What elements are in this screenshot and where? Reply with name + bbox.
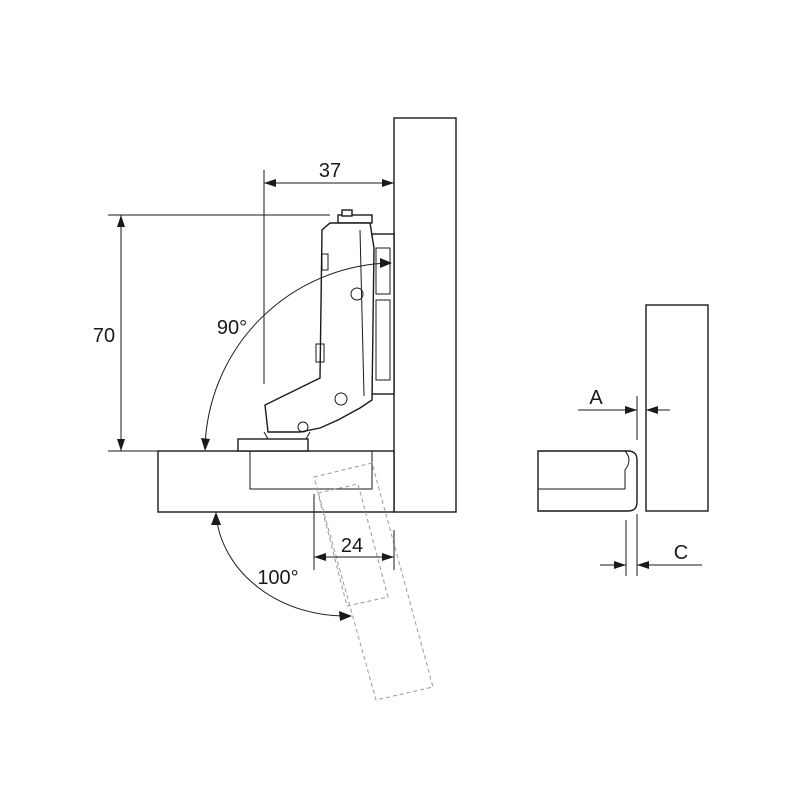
angle-open-label: 90° [217,317,247,339]
dimension-depth-label: 37 [319,160,341,182]
detail-door-panel [537,450,638,512]
dimension-c: C [600,514,702,576]
angle-open-indicator: 90° [201,258,392,451]
dimension-height-label: 70 [93,325,115,347]
dimension-height: 70 [93,214,330,452]
dimension-depth: 37 [263,160,394,384]
dimension-c-label: C [674,542,688,564]
opened-door-outline [313,462,434,701]
angle-max-indicator: 100° [211,512,352,621]
dimension-a: A [578,387,670,440]
hinge-cup-recess [249,450,373,490]
door-panel [157,450,395,513]
hinge-arm [237,209,395,452]
cabinet-side-panel [393,117,457,513]
dimension-offset-label: 24 [341,535,363,557]
dimension-offset: 24 [313,494,395,570]
angle-max-label: 100° [257,567,298,589]
dimension-a-label: A [589,387,603,409]
detail-view [537,304,709,512]
